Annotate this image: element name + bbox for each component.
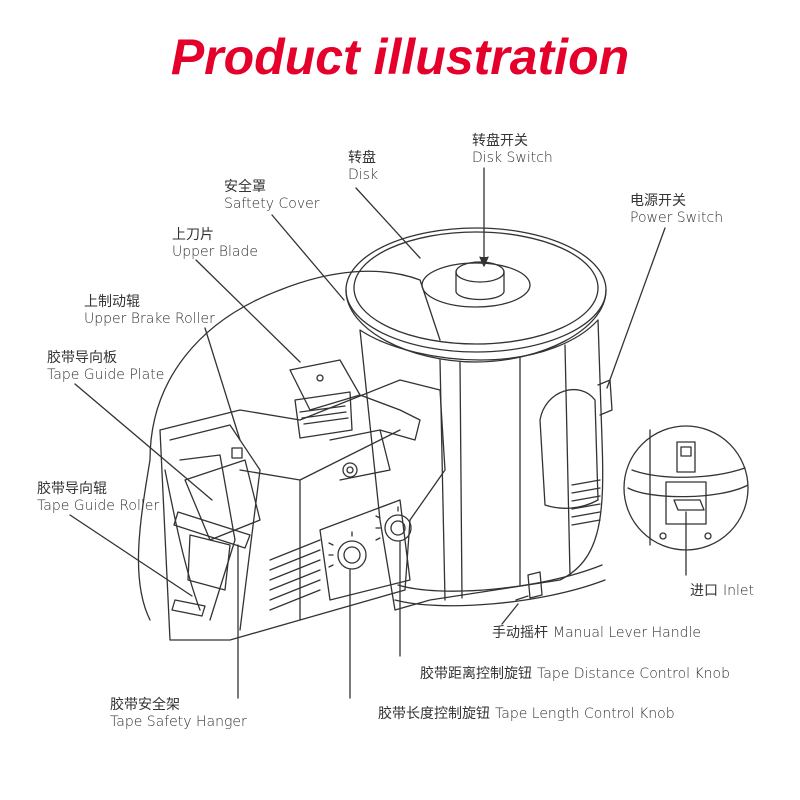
tape-guide-parts (171, 447, 251, 617)
machine-dome-body (359, 319, 613, 611)
label-disk-switch: 转盘开关 Disk Switch (472, 133, 553, 166)
control-knobs (328, 506, 412, 570)
label-upper-blade: 上刀片 Upper Blade (172, 227, 258, 260)
label-upper-brake-roller: 上制动辊 Upper Brake Roller (84, 294, 215, 327)
leader-disk (355, 187, 421, 259)
leader-power-switch (606, 227, 666, 389)
label-safety-cover: 安全罩 Saftety Cover (224, 179, 320, 212)
leader-tape-guide-roller (69, 514, 193, 597)
label-tape-guide-plate: 胶带导向板 Tape Guide Plate (47, 350, 165, 383)
label-tape-safety-hanger: 胶带安全架 Tape Safety Hanger (110, 697, 247, 730)
leader-upper-blade (195, 259, 301, 363)
blade-assembly (289, 359, 421, 481)
manual-lever-handle-part (515, 571, 543, 601)
leader-tape-guide-plate (74, 383, 213, 501)
label-power-switch: 电源开关 Power Switch (630, 193, 724, 226)
page-title: Product illustration (170, 29, 630, 85)
disk-plate (345, 227, 607, 363)
label-disk: 转盘 Disk (348, 150, 379, 183)
leader-manual-lever (501, 603, 519, 625)
label-tape-guide-roller: 胶带导向辊 Tape Guide Roller (37, 481, 160, 514)
leader-safety-cover (271, 214, 345, 301)
leader-lines (69, 167, 687, 699)
leader-upper-brake-roller (204, 327, 241, 441)
